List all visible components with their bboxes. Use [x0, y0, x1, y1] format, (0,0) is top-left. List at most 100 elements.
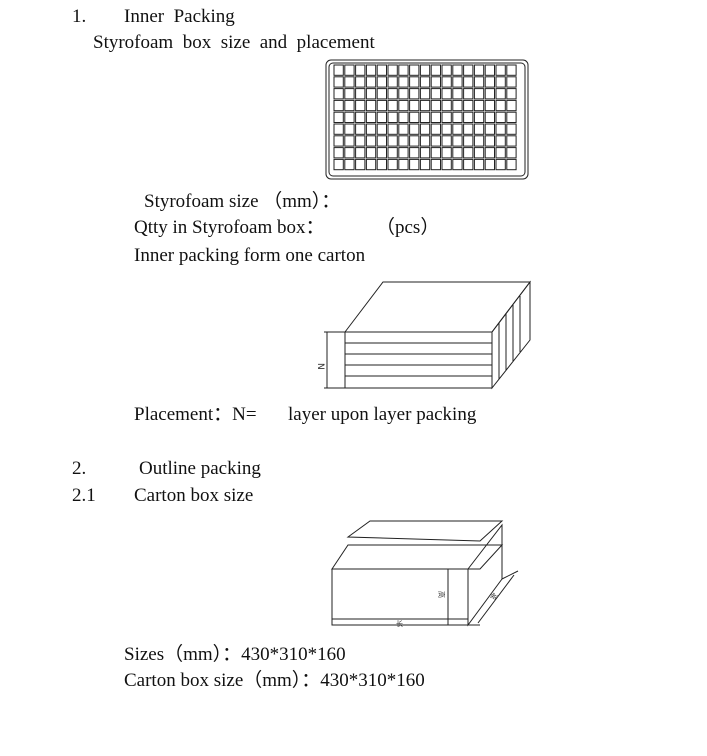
tray-cell — [355, 135, 366, 147]
carton-box-diagram: 高 长 宽 — [331, 520, 519, 628]
tray-cell — [452, 135, 463, 147]
tray-cell — [452, 76, 463, 88]
tray-cell — [398, 88, 409, 100]
carton-height-mark: 高 — [437, 591, 446, 598]
tray-cell — [419, 147, 431, 159]
tray-cell — [344, 147, 355, 159]
tray-cell — [376, 64, 388, 76]
tray-cell — [387, 158, 398, 171]
styrofoam-size-label: Styrofoam size （mm）： — [144, 191, 341, 212]
tray-cell — [355, 76, 366, 88]
tray-cell — [387, 99, 398, 112]
tray-cell — [344, 135, 355, 147]
tray-cell — [344, 111, 355, 124]
tray-cell — [506, 76, 517, 88]
tray-cell — [463, 64, 474, 76]
tray-cell — [419, 76, 431, 88]
tray-cell — [398, 135, 409, 147]
tray-cell — [506, 64, 517, 76]
tray-cell — [376, 88, 388, 100]
tray-cell — [463, 99, 474, 112]
tray-cell — [506, 123, 517, 135]
tray-cell — [441, 111, 452, 124]
tray-cell — [495, 158, 506, 171]
tray-cell — [484, 64, 495, 76]
tray-cell — [452, 111, 463, 124]
tray-cell — [452, 147, 463, 159]
tray-cell — [506, 88, 517, 100]
tray-cell — [430, 88, 441, 100]
tray-cell — [430, 123, 441, 135]
tray-cell — [409, 147, 420, 159]
tray-cell — [506, 99, 517, 112]
tray-cell — [376, 158, 388, 171]
tray-cell — [495, 99, 506, 112]
tray-cell — [355, 147, 366, 159]
tray-cell — [355, 158, 366, 171]
tray-cell — [473, 99, 485, 112]
tray-cell — [430, 111, 441, 124]
tray-cell — [441, 99, 452, 112]
tray-cell — [365, 99, 377, 112]
tray-cell — [430, 158, 441, 171]
tray-cell — [473, 158, 485, 171]
tray-cell — [473, 123, 485, 135]
tray-cell — [452, 99, 463, 112]
tray-cell — [409, 111, 420, 124]
tray-cell — [355, 99, 366, 112]
tray-cell — [398, 123, 409, 135]
sizes-line: Sizes（mm）：430*310*160 — [124, 644, 346, 665]
tray-cell — [409, 88, 420, 100]
tray-cell — [452, 88, 463, 100]
section-2-1-number: 2.1 — [72, 485, 96, 506]
tray-cell — [333, 135, 344, 147]
styrofoam-heading: Styrofoam box size and placement — [93, 32, 375, 53]
tray-cell — [365, 135, 377, 147]
layer-stack-diagram: N — [315, 280, 532, 390]
tray-cell — [463, 147, 474, 159]
tray-cell — [355, 123, 366, 135]
tray-cell — [463, 88, 474, 100]
tray-cell — [495, 123, 506, 135]
tray-cell — [365, 88, 377, 100]
tray-cell — [409, 135, 420, 147]
tray-cell — [387, 76, 398, 88]
placement-value: layer upon layer packing — [288, 404, 477, 425]
tray-cell — [365, 158, 377, 171]
tray-cell — [495, 76, 506, 88]
tray-cell — [430, 99, 441, 112]
tray-cell — [484, 76, 495, 88]
tray-cell — [419, 123, 431, 135]
tray-cell — [495, 88, 506, 100]
tray-cell — [344, 88, 355, 100]
tray-cell — [452, 123, 463, 135]
carton-size-line: Carton box size（mm）：430*310*160 — [124, 670, 425, 691]
tray-cell — [473, 111, 485, 124]
placement-label: Placement：N= — [134, 404, 257, 425]
tray-cell — [495, 64, 506, 76]
tray-cell — [506, 111, 517, 124]
tray-cell — [473, 64, 485, 76]
tray-cell — [419, 158, 431, 171]
tray-cell — [355, 88, 366, 100]
section-2-number: 2. — [72, 458, 87, 479]
tray-cell — [376, 135, 388, 147]
tray-cell — [355, 64, 366, 76]
tray-cell — [344, 76, 355, 88]
tray-cell — [376, 147, 388, 159]
tray-cell — [365, 111, 377, 124]
tray-cell — [441, 64, 452, 76]
tray-cell — [484, 88, 495, 100]
tray-cell — [387, 123, 398, 135]
tray-cell — [376, 76, 388, 88]
tray-cell — [484, 158, 495, 171]
tray-cell — [387, 147, 398, 159]
tray-cell — [333, 123, 344, 135]
section-1-title: Inner Packing — [124, 6, 235, 27]
tray-cell — [430, 64, 441, 76]
tray-cell — [398, 64, 409, 76]
carton-width-mark: 宽 — [488, 591, 499, 602]
tray-cell — [473, 147, 485, 159]
tray-cell — [409, 76, 420, 88]
tray-cell — [463, 158, 474, 171]
